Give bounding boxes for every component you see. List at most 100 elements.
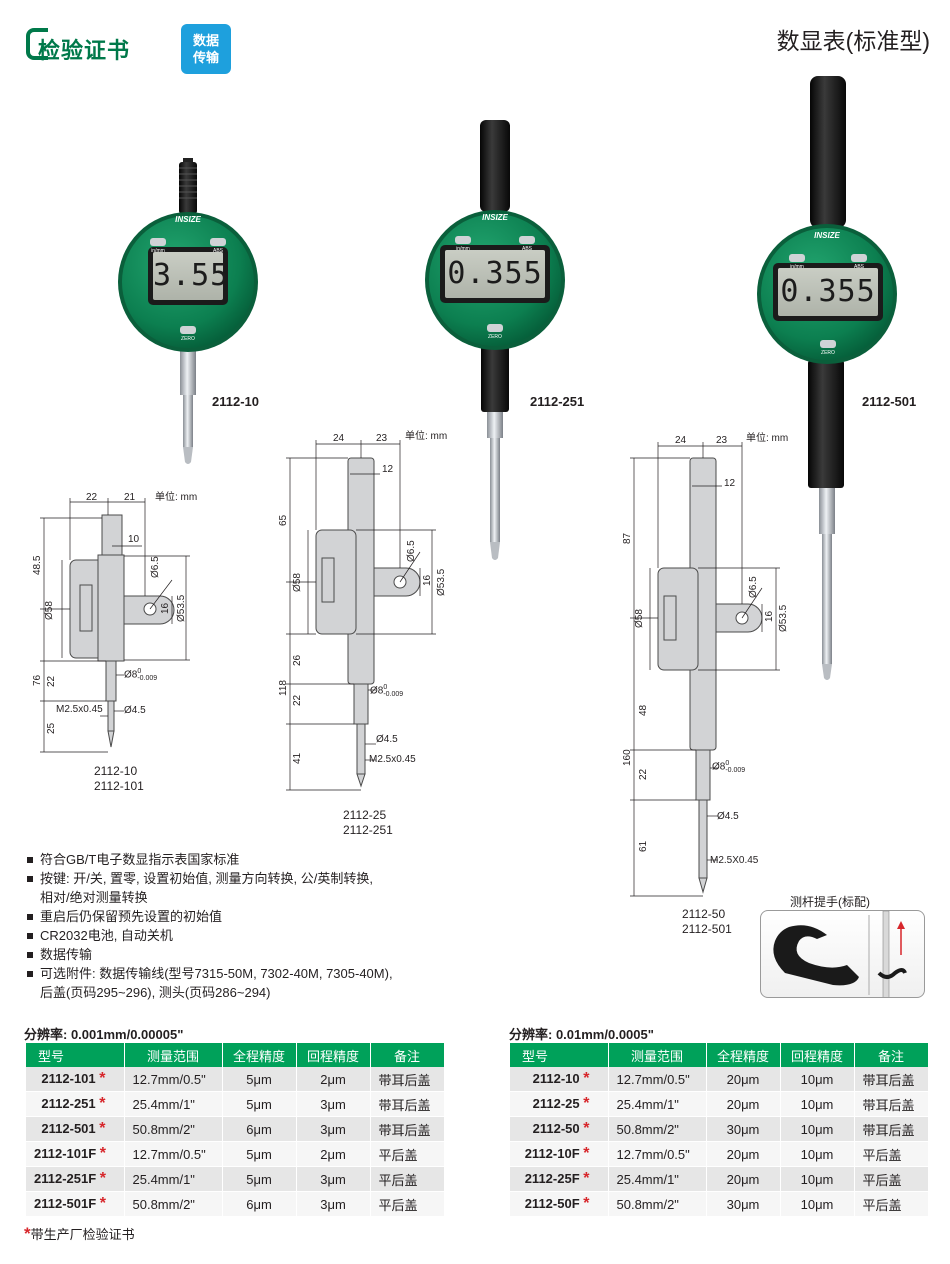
dim-top-right: 23	[716, 435, 728, 446]
inmm-button-label: in/mm	[151, 248, 165, 254]
dim-lug: 16	[764, 610, 775, 622]
feature-item: 数据传输	[26, 945, 456, 964]
col-accuracy: 全程精度	[706, 1043, 781, 1067]
feature-item: 符合GB/T电子数显指示表国家标准	[26, 850, 456, 869]
dim-left-2: 160	[622, 749, 633, 766]
dim-top-right: 21	[124, 492, 136, 503]
abs-button-label: ABS	[521, 246, 532, 252]
dim-left-4: 22	[292, 694, 303, 706]
inmm-button-label: in/mm	[790, 264, 804, 270]
feature-item: 按键: 开/关, 置零, 设置初始值, 测量方向转换, 公/英制转换,	[26, 869, 456, 888]
feature-item: CR2032电池, 自动关机	[26, 926, 456, 945]
model-label-2112-251: 2112-251	[530, 394, 585, 409]
dim-face-dia: Ø58	[634, 609, 645, 628]
drawing-2112-251	[315, 457, 421, 788]
feature-item: 重启后仍保留预先设置的初始值	[26, 907, 456, 926]
dim-stem-width: 10	[128, 534, 140, 545]
star-icon: *	[24, 1224, 31, 1243]
dim-left-5: 41	[292, 752, 303, 764]
page-title: 数显表(标准型)	[776, 28, 930, 54]
col-hysteresis: 回程精度	[780, 1043, 855, 1067]
certificate-logo: 检验证书	[26, 24, 138, 66]
drawing-2112-10	[69, 514, 175, 748]
resolution-title-standard: 分辨率: 0.01mm/0.0005"	[509, 1027, 654, 1042]
dim-thread: M2.5x0.45	[369, 754, 416, 765]
dim-stem-width: 12	[724, 478, 736, 489]
dim-tip: Ø4.5	[376, 734, 398, 745]
model-label-2112-10: 2112-10	[212, 394, 259, 409]
unit-label: 单位: mm	[405, 431, 448, 442]
feature-item-continued: 相对/绝对测量转换	[40, 890, 148, 905]
spec-table-fine: 型号 测量范围 全程精度 回程精度 备注 2112-101 *12.7mm/0.…	[26, 1043, 445, 1217]
brand-logo: INSIZE	[175, 215, 201, 224]
col-range: 测量范围	[124, 1043, 223, 1067]
dim-face-dia: Ø58	[44, 601, 55, 620]
feature-item-continued: 后盖(页码295~296), 测头(页码286~294)	[40, 985, 271, 1000]
lcd-reading: 0.355	[780, 274, 876, 309]
accessory-image	[760, 910, 925, 998]
dim-left-1: 65	[278, 514, 289, 526]
dim-left-4: 25	[46, 722, 57, 734]
spec-table-standard: 型号 测量范围 全程精度 回程精度 备注 2112-10 *12.7mm/0.5…	[510, 1043, 929, 1217]
dim-small-dia: Ø6.5	[150, 556, 161, 578]
dim-small-dia: Ø6.5	[406, 540, 417, 562]
product-photos	[118, 76, 897, 680]
zero-button-label: ZERO	[181, 336, 195, 342]
abs-button-label: ABS	[853, 264, 864, 270]
zero-button-label: ZERO	[821, 350, 835, 356]
lifting-lever-icon	[773, 911, 907, 997]
col-model: 型号	[510, 1043, 609, 1067]
feature-item: 可选附件: 数据传输线(型号7315-50M, 7302-40M, 7305-4…	[26, 964, 456, 983]
dim-big-dia: Ø53.5	[436, 568, 447, 596]
col-range: 测量范围	[608, 1043, 707, 1067]
dim-left-3: 48	[638, 704, 649, 716]
dim-small-dia: Ø6.5	[748, 576, 759, 598]
dim-left-2: 76	[32, 674, 43, 686]
brand-logo: INSIZE	[814, 231, 840, 240]
resolution-title-fine: 分辨率: 0.001mm/0.00005"	[24, 1027, 184, 1042]
dim-left-3: 26	[292, 654, 303, 666]
dim-top-right: 23	[376, 433, 388, 444]
drawing-2112-501	[657, 457, 763, 894]
table-header-row: 型号 测量范围 全程精度 回程精度 备注	[26, 1043, 445, 1067]
zero-button-label: ZERO	[488, 334, 502, 340]
lcd-reading: 3.55	[153, 258, 230, 293]
dim-left-1: 87	[622, 532, 633, 544]
dim-tip: Ø4.5	[124, 705, 146, 716]
lcd-reading: 0.355	[447, 256, 543, 291]
abs-button-label: ABS	[212, 248, 223, 254]
dim-top-left: 24	[675, 435, 687, 446]
dim-thread: M2.5X0.45	[710, 855, 759, 866]
technical-drawings	[40, 440, 780, 897]
col-accuracy: 全程精度	[222, 1043, 297, 1067]
col-remark: 备注	[854, 1043, 929, 1067]
gauge-photo-2112-10	[118, 158, 258, 464]
certificate-footnote: *带生产厂检验证书	[24, 1224, 135, 1243]
dim-thread: M2.5x0.45	[56, 704, 103, 715]
dim-left-5: 61	[638, 840, 649, 852]
dim-left-2: 118	[278, 680, 289, 696]
dim-big-dia: Ø53.5	[778, 604, 789, 632]
inmm-button-label: in/mm	[456, 246, 470, 252]
table-header-row: 型号 测量范围 全程精度 回程精度 备注	[510, 1043, 929, 1067]
dim-stem-width: 12	[382, 464, 394, 475]
dim-left-3: 22	[46, 675, 57, 687]
dim-tip: Ø4.5	[717, 811, 739, 822]
